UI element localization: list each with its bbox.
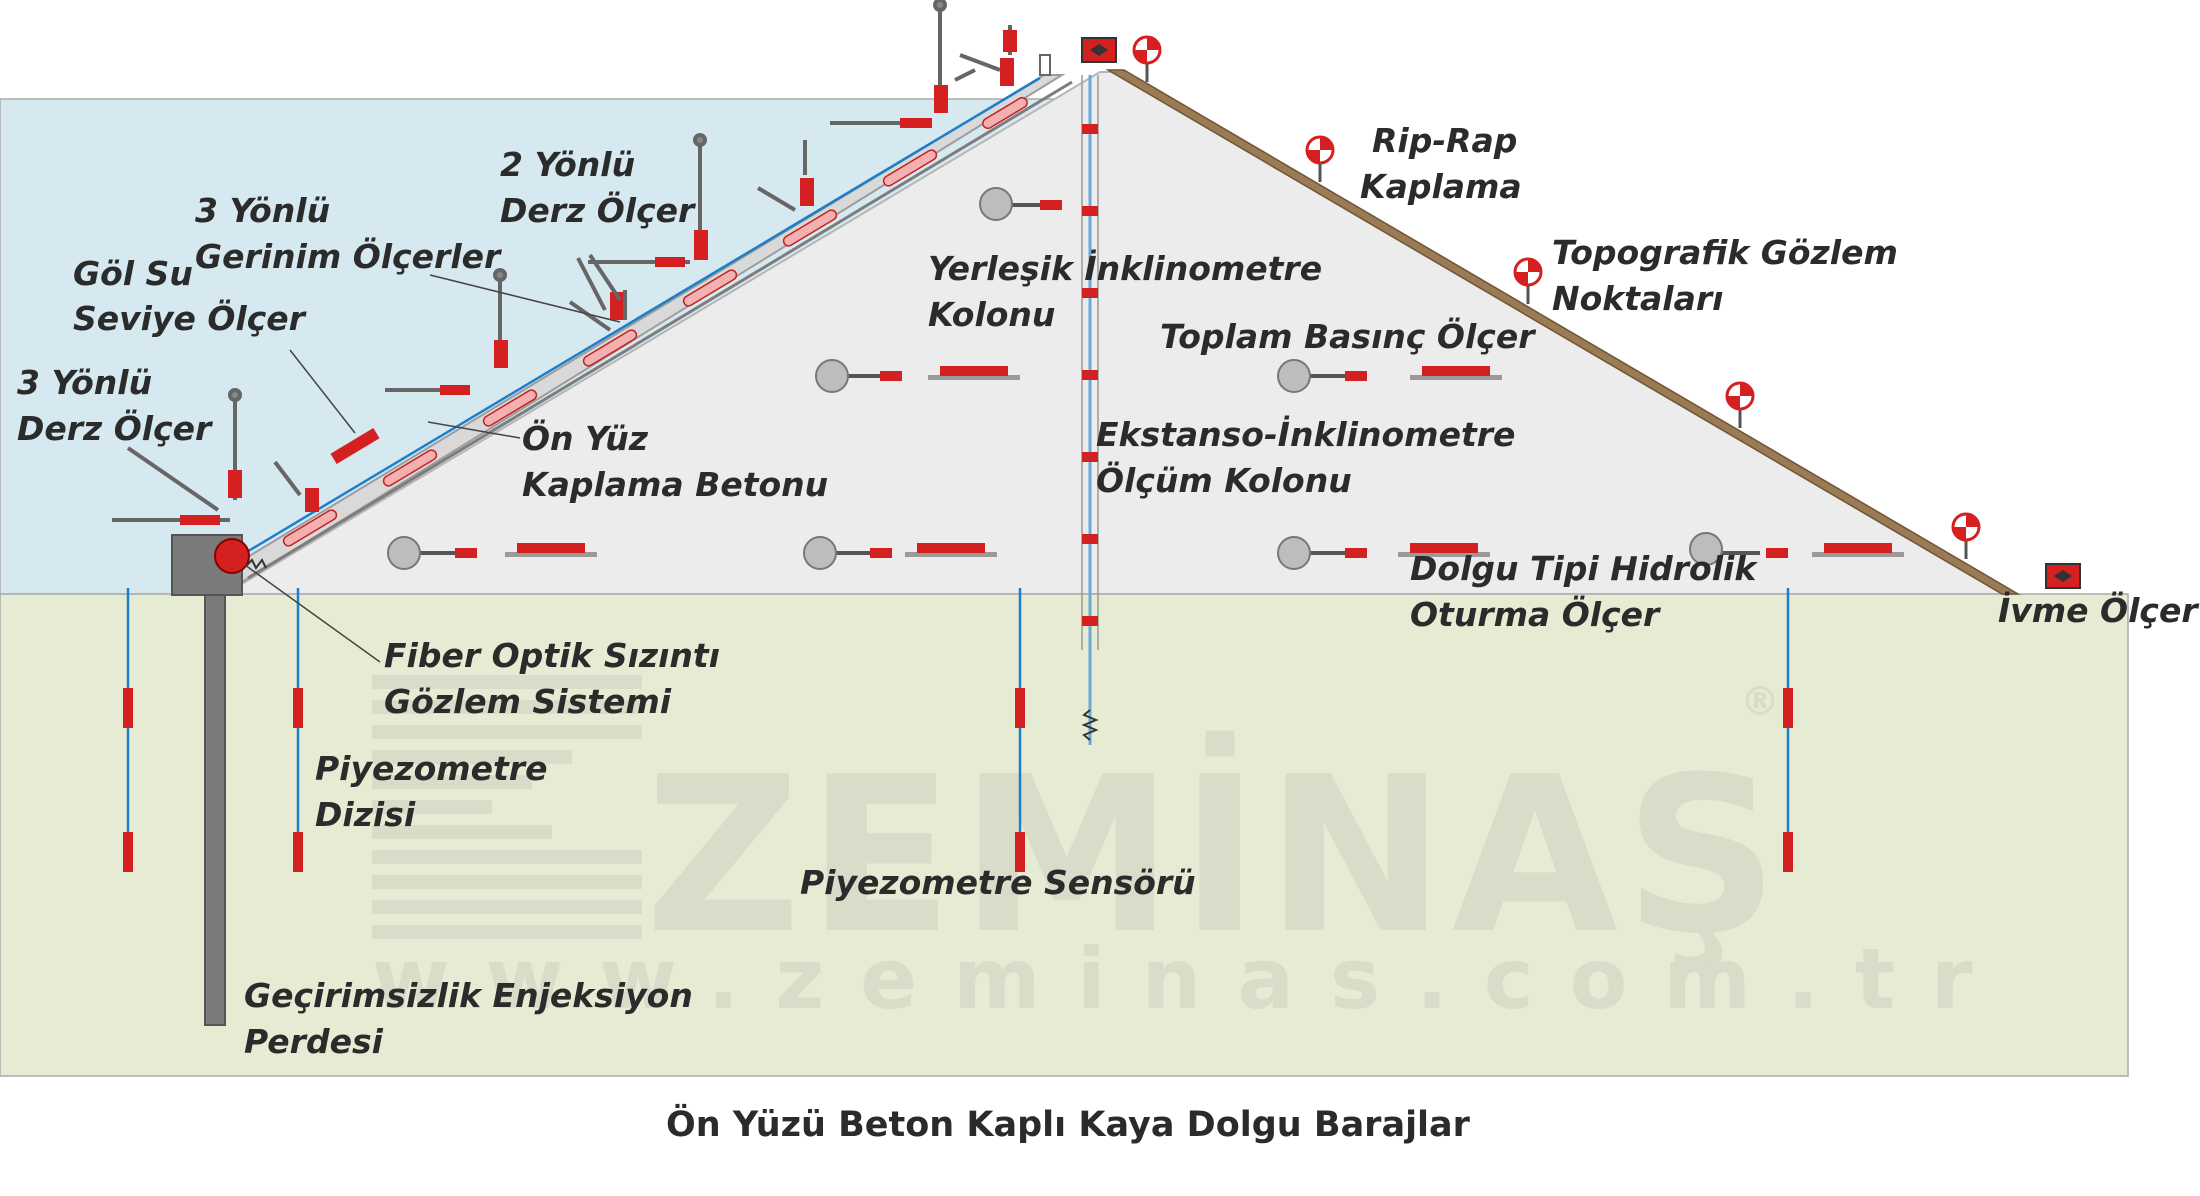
label-riprap-line1: Rip-Rap xyxy=(1372,121,1517,160)
label-extenso-inclinometer-line1: Ekstanso-İnklinometre xyxy=(1096,414,1515,454)
accelerometer-crest xyxy=(1081,37,1117,63)
fiber-optic-node xyxy=(214,538,250,574)
label-lake-level-line1: Göl Su xyxy=(73,254,193,293)
watermark-url: www.zeminas.com.tr xyxy=(372,930,2008,1028)
pressure-cell-icon xyxy=(815,359,1020,393)
label-fixed-inclinometer-line2: Kolonu xyxy=(928,295,1055,334)
pressure-cell-icon xyxy=(1277,359,1502,393)
pressure-cell-icon xyxy=(1689,532,1904,566)
survey-target-icon xyxy=(1725,381,1755,428)
crest-wall xyxy=(1039,54,1051,76)
label-lake-level-line2: Seviye Ölçer xyxy=(73,298,307,338)
label-survey-points-line1: Topografik Gözlem xyxy=(1552,233,1898,272)
label-strain-gauge-line1: 3 Yönlü xyxy=(195,191,330,230)
survey-target-icon xyxy=(1305,135,1335,182)
inclinometer-anchor-icon xyxy=(1081,709,1099,741)
survey-target-icon xyxy=(1132,35,1162,82)
label-fiber-optic-line2: Gözlem Sistemi xyxy=(384,682,672,721)
riprap-slope xyxy=(1105,69,2021,595)
label-hydraulic-settlement-line1: Dolgu Tipi Hidrolik xyxy=(1410,549,1758,588)
foundation-area xyxy=(0,593,2129,1077)
watermark: ZEMİNAŞ ® www.zeminas.com.tr xyxy=(372,675,2008,1028)
label-face-slab-line1: Ön Yüz xyxy=(522,418,649,458)
survey-target-icon xyxy=(1513,257,1543,304)
label-joint-meter-2d-line2: Derz Ölçer xyxy=(500,190,696,230)
label-accelerometer: İvme Ölçer xyxy=(1998,590,2199,630)
label-strain-gauge-line2: Gerinim Ölçerler xyxy=(195,236,502,276)
diagram-caption: Ön Yüzü Beton Kaplı Kaya Dolgu Barajlar xyxy=(666,1103,1471,1145)
label-riprap-line2: Kaplama xyxy=(1360,167,1522,206)
joint-meters xyxy=(112,0,1017,525)
label-joint-meter-2d-line1: 2 Yönlü xyxy=(500,145,635,184)
label-grout-curtain-line1: Geçirimsizlik Enjeksiyon xyxy=(244,976,693,1015)
label-fiber-optic-line1: Fiber Optik Sızıntı xyxy=(384,636,720,675)
grout-curtain xyxy=(204,594,226,1026)
pressure-cell-icon xyxy=(803,536,997,570)
piezometer-arrays xyxy=(123,588,1793,872)
label-total-pressure: Toplam Basınç Ölçer xyxy=(1160,316,1536,356)
label-grout-curtain-line2: Perdesi xyxy=(244,1022,384,1061)
pressure-cell-icon xyxy=(979,187,1062,221)
survey-target-icon xyxy=(1951,512,1981,559)
fiber-optic-sensors xyxy=(282,96,1028,547)
fiber-optic-spring-icon xyxy=(245,558,267,570)
label-face-slab-line2: Kaplama Betonu xyxy=(522,465,828,504)
label-piezometer-array-line1: Piyezometre xyxy=(315,749,547,788)
labels: 3 Yönlü Derz Ölçer Göl Su Seviye Ölçer 3… xyxy=(17,121,2199,1061)
face-slab-inner-line xyxy=(247,80,1073,580)
label-hydraulic-settlement-line2: Oturma Ölçer xyxy=(1410,594,1661,634)
label-joint-meter-3d-top-line2: Derz Ölçer xyxy=(17,408,213,448)
water-line xyxy=(219,76,1041,570)
label-extenso-inclinometer-line2: Ölçüm Kolonu xyxy=(1096,460,1352,500)
pressure-cell-icon xyxy=(1277,536,1490,570)
label-fixed-inclinometer-line1: Yerleşik İnklinometre xyxy=(928,248,1322,288)
leader-lines xyxy=(244,274,621,663)
watermark-brand: ZEMİNAŞ xyxy=(645,730,1785,981)
watermark-registered: ® xyxy=(1740,679,1780,725)
label-survey-points-line2: Noktaları xyxy=(1552,279,1723,318)
watermark-logo xyxy=(372,675,642,939)
accelerometer-toe xyxy=(2045,563,2081,589)
label-piezometer-sensor: Piyezometre Sensörü xyxy=(800,863,1196,902)
label-piezometer-array-line2: Dizisi xyxy=(315,795,416,834)
pressure-cell-icon xyxy=(387,536,597,570)
label-joint-meter-3d-top-line1: 3 Yönlü xyxy=(17,363,152,402)
inclinometer-sensors xyxy=(1082,124,1098,626)
